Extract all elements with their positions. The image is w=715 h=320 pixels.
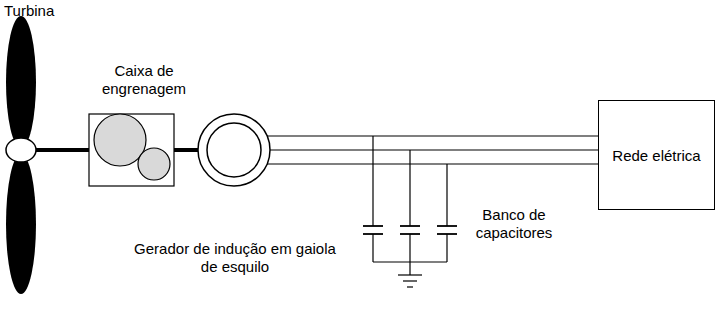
box-text: Rede elétrica xyxy=(612,146,700,165)
small-gear xyxy=(138,148,170,180)
gearbox-housing xyxy=(89,114,174,186)
generator-rotor xyxy=(207,123,261,177)
turbine-hub xyxy=(6,138,36,162)
phase-line xyxy=(267,163,600,164)
capacitor-bank-symbol xyxy=(363,136,457,287)
phase-line xyxy=(270,149,600,150)
part-label: Turbina xyxy=(4,2,94,20)
turbine-blade xyxy=(6,16,36,148)
turbine-blade xyxy=(6,154,36,294)
shaft xyxy=(174,148,198,152)
generator-stator xyxy=(198,114,270,186)
part-label: Gerador de indução em gaiola de esquilo xyxy=(132,240,338,276)
part-label: Banco de capacitores xyxy=(462,206,566,242)
grid-box: Rede elétrica xyxy=(598,100,715,210)
phase-line xyxy=(267,135,600,136)
part-label: Caixa de engrenagem xyxy=(82,62,206,98)
large-gear xyxy=(94,114,146,166)
shaft xyxy=(30,148,90,152)
